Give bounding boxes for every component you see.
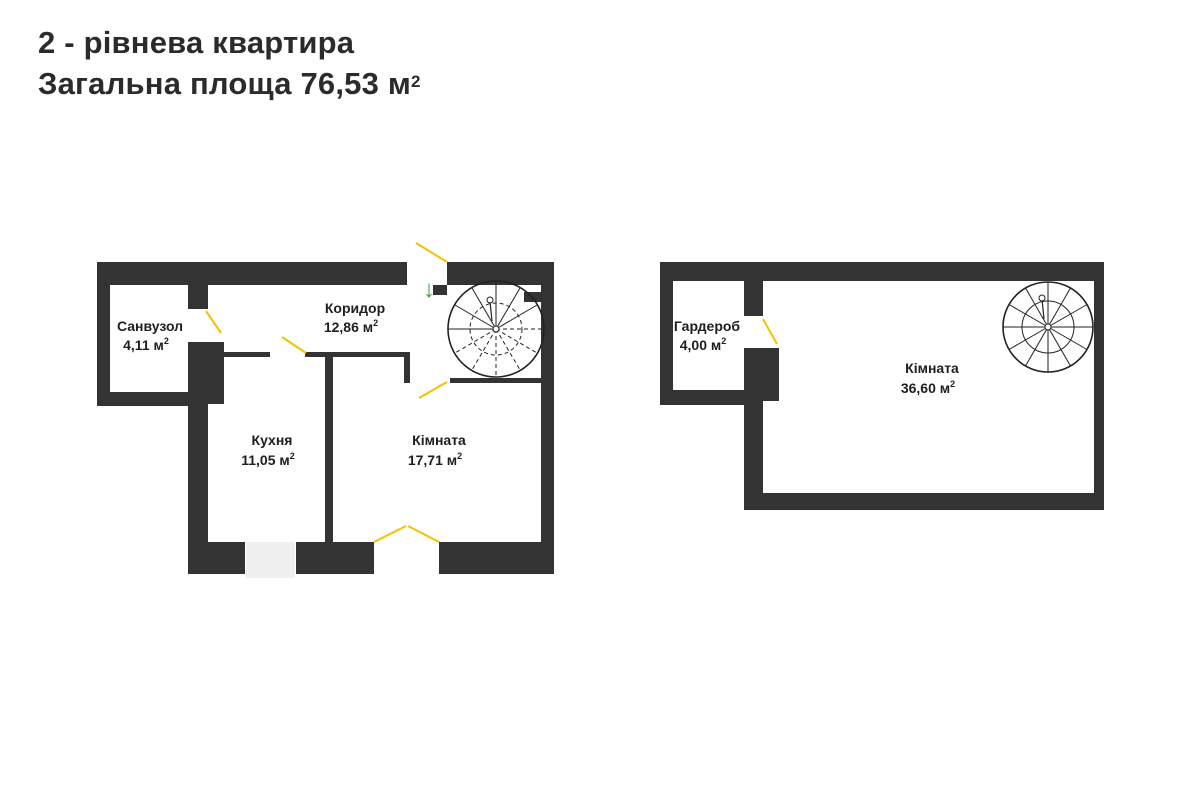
room-2-area-value: 36,60 м [901,380,950,396]
corridor-label: Коридор 12,86 м2 [324,300,385,335]
room-2-name: Кімната [905,360,959,376]
floor-2-plan: Гардероб 4,00 м2 Кімната 36,60 м2 [660,262,1104,510]
kitchen-window [246,542,295,578]
wardrobe-area-sup: 2 [721,336,726,346]
corridor-area-value: 12,86 м [324,319,373,335]
room-1-area-value: 17,71 м [408,452,457,468]
floor-1-plan: ↓ Санвузол 4,11 м2 Коридор 12,86 м2 Кухн… [97,242,554,578]
floor-1-walls [97,262,554,574]
kitchen-label: Кухня 11,05 м2 [241,432,295,468]
kitchen-area-sup: 2 [290,451,295,461]
bathroom-name: Санвузол [117,318,183,334]
kitchen-area-value: 11,05 м [241,452,290,468]
wardrobe-area: 4,00 м2 [680,336,727,353]
total-area: Загальна площа 76,53 м2 [38,63,421,104]
floor-1-doors [205,242,448,543]
room-1-name: Кімната [412,432,466,448]
corridor-area: 12,86 м2 [324,318,378,335]
stair-down-arrow: ↓ [423,276,435,303]
floor-2-spiral-stair [1002,281,1094,373]
kitchen-area: 11,05 м2 [241,451,295,468]
room-1-label: Кімната 17,71 м2 [408,432,466,468]
room-2-area-sup: 2 [950,379,955,389]
wardrobe-area-value: 4,00 м [680,337,722,353]
total-area-sup: 2 [411,72,421,91]
bathroom-area-sup: 2 [164,336,169,346]
corridor-area-sup: 2 [373,318,378,328]
floor-2-walls [660,262,1104,510]
corridor-name: Коридор [325,300,385,316]
plan-header: 2 - рівнева квартира Загальна площа 76,5… [38,22,421,104]
floor-2-doors [762,318,778,345]
bathroom-label: Санвузол 4,11 м2 [117,318,183,353]
total-area-text: Загальна площа 76,53 м [38,66,411,101]
room-1-area: 17,71 м2 [408,451,462,468]
wardrobe-name: Гардероб [674,318,741,334]
room-2-label: Кімната 36,60 м2 [901,360,959,396]
floor-1-spiral-stair [447,280,545,378]
room-2-area: 36,60 м2 [901,379,955,396]
bathroom-area-value: 4,11 м [123,337,164,353]
kitchen-name: Кухня [252,432,293,448]
apartment-type-title: 2 - рівнева квартира [38,25,355,60]
room-1-area-sup: 2 [457,451,462,461]
wardrobe-label: Гардероб 4,00 м2 [674,318,741,353]
bathroom-area: 4,11 м2 [123,336,169,353]
